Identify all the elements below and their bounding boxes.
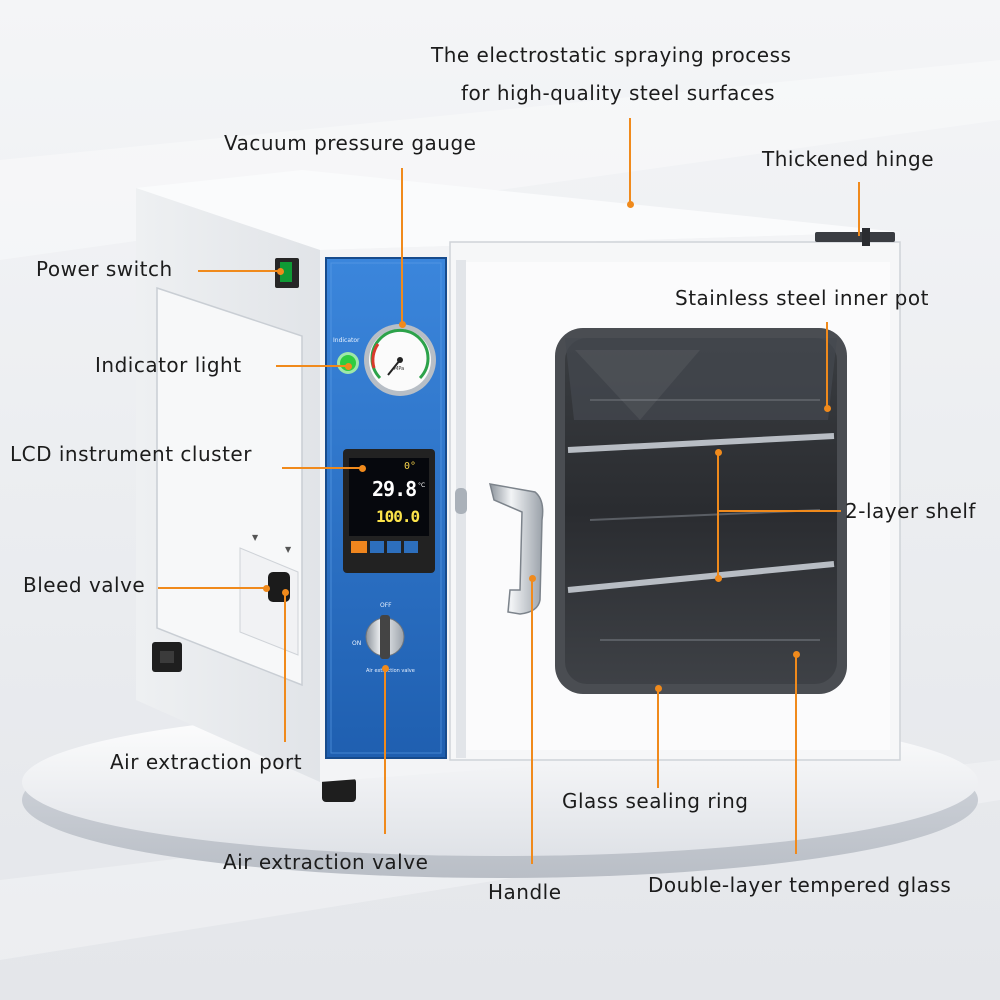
leader-sealing: [657, 688, 659, 788]
svg-text:▼: ▼: [252, 533, 259, 542]
leader-handle: [531, 578, 533, 864]
label-shelf: 2-layer shelf: [845, 499, 976, 523]
leader-bleed-dot: [263, 585, 270, 592]
leader-spraying: [629, 118, 631, 204]
label-air-port: Air extraction port: [110, 750, 303, 774]
leader-hinge: [858, 182, 860, 236]
leader-shelf-v: [717, 452, 719, 578]
label-bleed-valve: Bleed valve: [23, 573, 146, 597]
lcd-top-reading: 0°: [404, 461, 417, 472]
leader-lcd: [282, 467, 360, 469]
label-inner-pot: Stainless steel inner pot: [675, 286, 929, 310]
leader-handle-dot: [529, 575, 536, 582]
lcd-pv-reading: 29.8: [372, 477, 417, 501]
valve-off-text: OFF: [380, 602, 392, 609]
label-sealing-ring: Glass sealing ring: [562, 789, 749, 813]
label-tempered-glass: Double-layer tempered glass: [648, 873, 952, 897]
leader-sealing-dot: [655, 685, 662, 692]
leader-inner-pot: [826, 322, 828, 408]
leader-air-valve-dot: [382, 665, 389, 672]
indicator-panel-text: Indicator: [333, 337, 360, 344]
leader-lcd-dot: [359, 465, 366, 472]
label-air-valve: Air extraction valve: [223, 850, 429, 874]
leader-power: [198, 270, 278, 272]
leader-glass-dot: [793, 651, 800, 658]
label-spraying-line2: for high-quality steel surfaces: [461, 81, 776, 105]
label-power-switch: Power switch: [36, 257, 173, 281]
leader-air-port: [284, 592, 286, 742]
leader-shelf-dot-bottom: [715, 575, 722, 582]
leader-indicator-dot: [345, 363, 352, 370]
label-lcd-cluster: LCD instrument cluster: [10, 442, 252, 466]
leader-air-port-dot: [282, 589, 289, 596]
leader-gauge: [401, 168, 403, 324]
label-spraying-line1: The electrostatic spraying process: [431, 43, 792, 67]
valve-on-text: ON: [352, 640, 362, 647]
valve-caption-text: Air extraction valve: [366, 668, 415, 674]
lcd-unit: °C: [418, 482, 426, 489]
leader-shelf-dot-top: [715, 449, 722, 456]
leader-gauge-dot: [399, 321, 406, 328]
leader-bleed: [158, 587, 264, 589]
leader-glass: [795, 654, 797, 854]
label-vacuum-gauge: Vacuum pressure gauge: [224, 131, 477, 155]
svg-text:▼: ▼: [285, 545, 292, 554]
label-indicator-light: Indicator light: [95, 353, 242, 377]
leader-spraying-dot: [627, 201, 634, 208]
leader-shelf-h: [717, 510, 841, 512]
label-hinge: Thickened hinge: [762, 147, 935, 171]
leader-inner-pot-dot: [824, 405, 831, 412]
lcd-sv-reading: 100.0: [376, 507, 420, 526]
leader-power-dot: [277, 268, 284, 275]
gauge-unit: MPa: [394, 366, 405, 372]
leader-indicator: [276, 365, 346, 367]
label-handle: Handle: [488, 880, 562, 904]
leader-air-valve: [384, 668, 386, 834]
